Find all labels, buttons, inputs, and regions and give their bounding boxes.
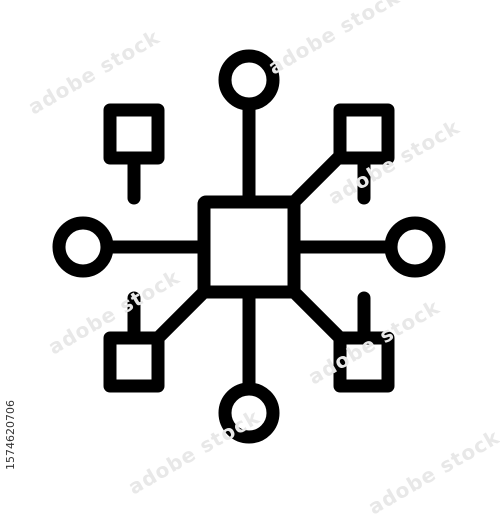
node-circle-top bbox=[218, 49, 280, 111]
connector-diagonal-top-right bbox=[287, 149, 347, 209]
node-square-top-right bbox=[333, 103, 395, 165]
connector-diagonal-bottom-left bbox=[151, 285, 211, 345]
node-circle-bottom bbox=[218, 382, 280, 444]
network-hub-icon bbox=[52, 49, 446, 444]
node-square-bottom-right bbox=[333, 331, 395, 393]
node-square-top-left bbox=[103, 103, 165, 165]
node-square-bottom-left bbox=[103, 331, 165, 393]
node-circle-left bbox=[52, 216, 114, 278]
central-hub-square bbox=[197, 195, 301, 299]
connector-diagonal-bottom-right bbox=[287, 285, 347, 345]
side-stock-id: 1574620706 bbox=[4, 400, 17, 470]
node-circle-right bbox=[384, 216, 446, 278]
